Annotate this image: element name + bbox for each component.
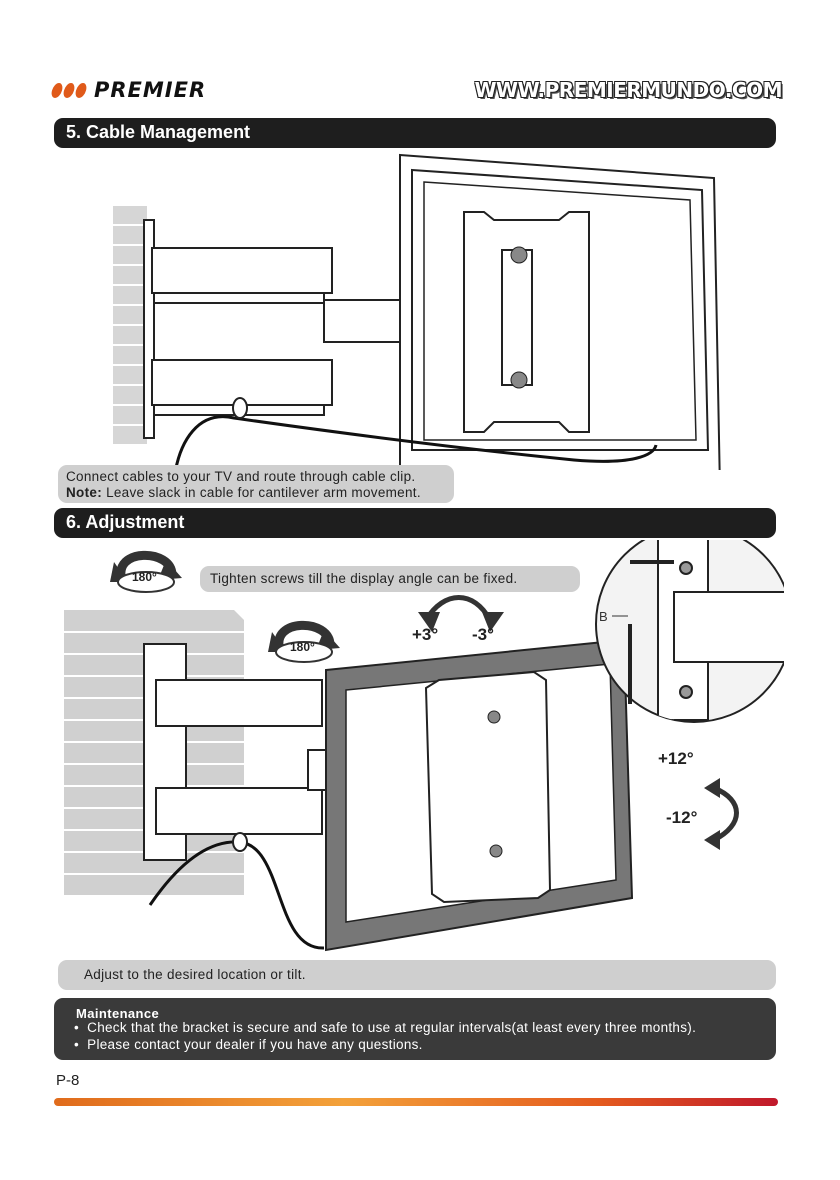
maintenance-box: Maintenance • Check that the bracket is … — [54, 998, 776, 1060]
note-text: Leave slack in cable for cantilever arm … — [106, 485, 421, 500]
cable-icon — [174, 415, 658, 470]
footer-gradient-bar — [54, 1098, 778, 1106]
cable-note-line: Note: Leave slack in cable for cantileve… — [66, 485, 421, 500]
logo-dots-icon — [49, 82, 89, 98]
cable-note: Connect cables to your TV and route thro… — [58, 465, 454, 503]
swivel-plus-label: +3° — [412, 625, 438, 644]
tilt-plus-label: +12° — [658, 749, 694, 768]
cable-clip-icon — [232, 397, 248, 419]
arm-icon — [155, 679, 349, 835]
maintenance-item: • Please contact your dealer if you have… — [74, 1037, 423, 1052]
note-label: Note: — [66, 485, 102, 500]
adjust-instruction: Adjust to the desired location or tilt. — [58, 960, 776, 990]
brick-wall-icon — [111, 204, 149, 446]
rotate-label-2: 180° — [290, 640, 315, 654]
maintenance-item: • Check that the bracket is secure and s… — [74, 1020, 697, 1035]
website-url[interactable]: WWW.PREMIERMUNDO.COM — [474, 78, 783, 102]
callout-label: B — [599, 609, 608, 624]
section6-title: 6. Adjustment — [66, 512, 185, 532]
section6-header: 6. Adjustment — [54, 508, 776, 538]
tv-icon — [399, 153, 721, 470]
tilt-arrow-icon — [712, 785, 739, 843]
section5-header: 5. Cable Management — [54, 118, 776, 148]
rotate-180-icon — [268, 620, 340, 663]
maintenance-title: Maintenance — [76, 1006, 160, 1021]
brand-name: PREMIER — [94, 78, 207, 102]
section5-title: 5. Cable Management — [66, 122, 251, 142]
rotate-180-icon — [110, 550, 182, 593]
tv-icon — [325, 638, 634, 952]
adjustment-illustration: 180° 180° +3° — [64, 540, 784, 952]
cable-management-illustration — [111, 153, 721, 470]
cable-clip-icon — [232, 832, 248, 852]
page-number: P-8 — [56, 1072, 80, 1089]
rotate-label-1: 180° — [132, 570, 157, 584]
zoom-callout — [595, 540, 784, 723]
tilt-minus-label: -12° — [666, 808, 698, 827]
brand-logo: PREMIER — [49, 78, 207, 102]
swivel-minus-label: -3° — [472, 625, 494, 644]
tighten-instruction: Tighten screws till the display angle ca… — [200, 566, 580, 592]
swivel-arrow-icon — [423, 595, 493, 622]
cable-instruction: Connect cables to your TV and route thro… — [66, 469, 416, 484]
